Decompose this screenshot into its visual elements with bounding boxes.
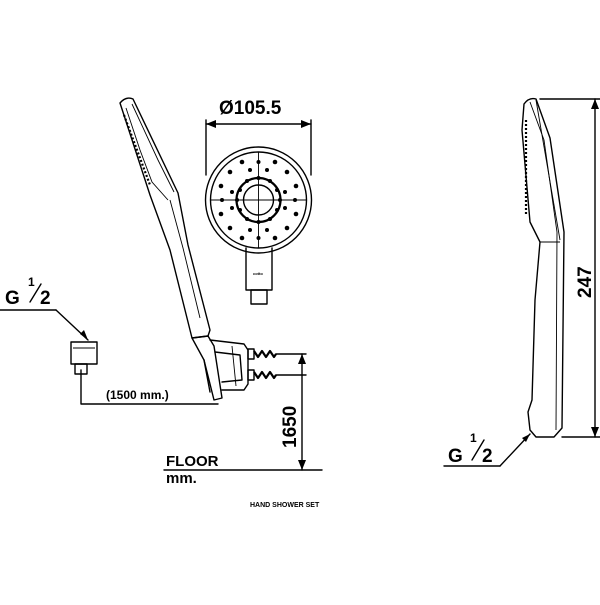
thread-callout-right: G 1 2 <box>443 431 531 467</box>
thread-den-left: 2 <box>40 288 51 309</box>
hose-length-label: (1500 mm.) <box>106 388 169 402</box>
thread-g-right: G <box>448 446 463 467</box>
hand-shower-profile <box>521 97 565 438</box>
thread-num-left: 1 <box>28 275 35 289</box>
mount-height-label: 1650 <box>280 406 301 448</box>
height-label: 247 <box>575 266 596 298</box>
hand-shower-side-view <box>119 97 307 401</box>
height-dimension: 247 <box>539 98 600 438</box>
mount-height-dimension: 1650 <box>280 353 306 471</box>
floor-line: FLOOR mm. <box>163 453 323 487</box>
thread-g-left: G <box>5 288 20 309</box>
wall-outlet-fitting <box>70 341 98 375</box>
unit-label: mm. <box>166 470 197 487</box>
thread-den-right: 2 <box>482 446 493 467</box>
shower-head-front-view: Ø105.5 cotto <box>204 98 313 305</box>
thread-callout-left: G 1 2 <box>0 275 89 341</box>
drawing-caption: HAND SHOWER SET <box>250 502 320 509</box>
floor-label: FLOOR <box>166 453 219 470</box>
hose-dimension: (1500 mm.) <box>80 369 219 405</box>
thread-num-right: 1 <box>470 431 477 445</box>
svg-text:cotto: cotto <box>253 271 263 276</box>
diameter-label: Ø105.5 <box>219 98 282 119</box>
